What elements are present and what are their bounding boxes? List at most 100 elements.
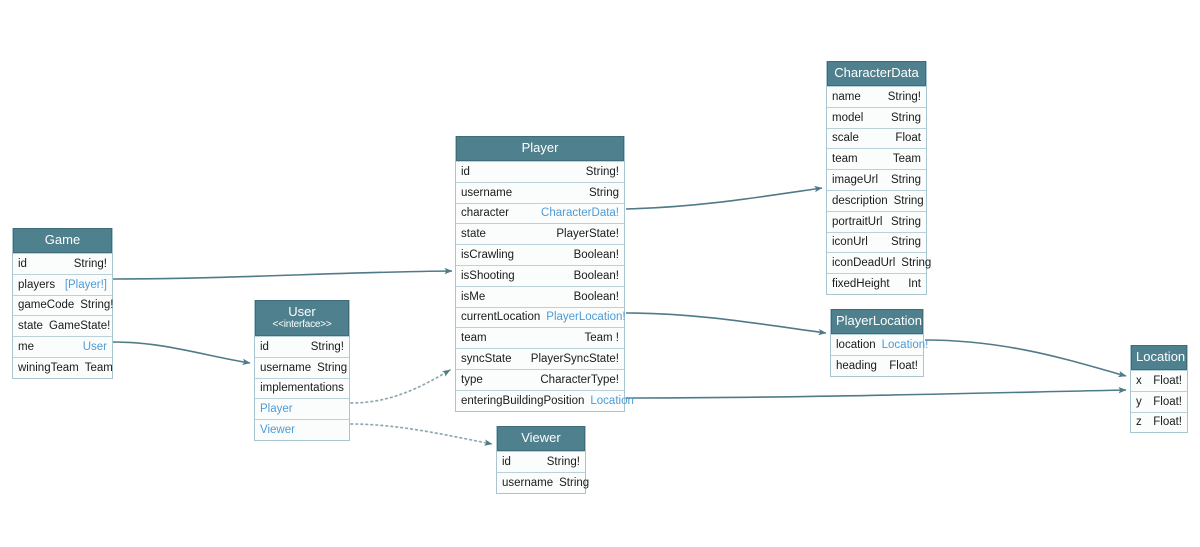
field-row[interactable]: enteringBuildingPosition Location [456, 389, 634, 411]
field-row[interactable]: implementations [255, 377, 349, 399]
field-row[interactable]: id String! [13, 253, 112, 274]
entity-stereotype: <<interface>> [272, 319, 332, 330]
field-name: id [18, 257, 27, 270]
field-name: id [461, 165, 470, 178]
field-name: y [1136, 395, 1142, 408]
field-name: isCrawling [461, 249, 515, 262]
entity-header-player: Player [456, 136, 624, 161]
field-name: state [461, 228, 486, 241]
field-row[interactable]: Player [255, 398, 349, 420]
field-type: PlayerLocation! [546, 311, 626, 324]
field-row[interactable]: x Float! [1131, 370, 1187, 391]
field-name: currentLocation [461, 311, 541, 324]
field-type: CharacterData! [541, 207, 619, 220]
field-name: players [18, 278, 56, 291]
field-name: x [1136, 374, 1142, 387]
field-name: username [461, 186, 513, 199]
field-name: iconUrl [832, 236, 868, 249]
field-row[interactable]: iconUrl String [827, 231, 926, 253]
field-type: Float! [1153, 416, 1182, 429]
field-name: state [18, 320, 43, 333]
field-row[interactable]: username String [497, 471, 589, 493]
field-name: description [832, 194, 888, 207]
entity-name: Location [1136, 349, 1186, 364]
edge-playerlocation-location-to-location [924, 339, 1127, 378]
entity-header-characterdata: CharacterData [827, 61, 926, 86]
field-row[interactable]: username String [456, 181, 624, 203]
field-name: fixedHeight [832, 278, 890, 291]
entity-name: CharacterData [834, 65, 919, 80]
field-name: username [502, 476, 554, 489]
field-row[interactable]: fixedHeight Int [827, 273, 926, 294]
field-row[interactable]: Viewer [255, 419, 349, 440]
field-type: Boolean! [573, 290, 619, 303]
field-name: implementations [260, 382, 344, 395]
field-type: String [890, 174, 921, 187]
edge-game-me-to-user [112, 341, 251, 366]
entity-name: Viewer [521, 430, 561, 445]
field-type: String! [887, 90, 921, 103]
field-type: Float! [1153, 374, 1182, 387]
field-name: me [18, 341, 34, 354]
field-name: isShooting [461, 269, 515, 282]
field-type: String [890, 236, 921, 249]
field-type: Float [895, 132, 921, 145]
field-name: z [1136, 416, 1142, 429]
field-name: enteringBuildingPosition [461, 394, 585, 407]
field-row[interactable]: players[Player!] [13, 273, 112, 295]
field-type: Location [590, 394, 634, 407]
field-row[interactable]: currentLocation PlayerLocation! [456, 306, 626, 328]
entity-name: PlayerLocation [836, 313, 922, 328]
edge-player-enteringbuildingposition-to-location [625, 386, 1127, 399]
field-name: Player [260, 403, 293, 416]
field-row[interactable]: z Float! [1131, 411, 1187, 433]
field-type: CharacterType! [540, 373, 619, 386]
field-type: String! [80, 299, 114, 312]
field-type: String! [73, 257, 107, 270]
field-type: String [588, 186, 619, 199]
edge-user-implements-viewer [350, 423, 493, 446]
entity-header-user: User<<interface>> [255, 300, 349, 336]
field-type: PlayerSyncState! [530, 353, 619, 366]
field-type: String [559, 476, 590, 489]
field-row[interactable]: portraitUrl String [827, 210, 926, 232]
field-name: model [832, 111, 864, 124]
field-name: id [502, 455, 511, 468]
field-type: String [890, 215, 921, 228]
field-name: portraitUrl [832, 215, 883, 228]
field-type: Int [908, 278, 921, 291]
